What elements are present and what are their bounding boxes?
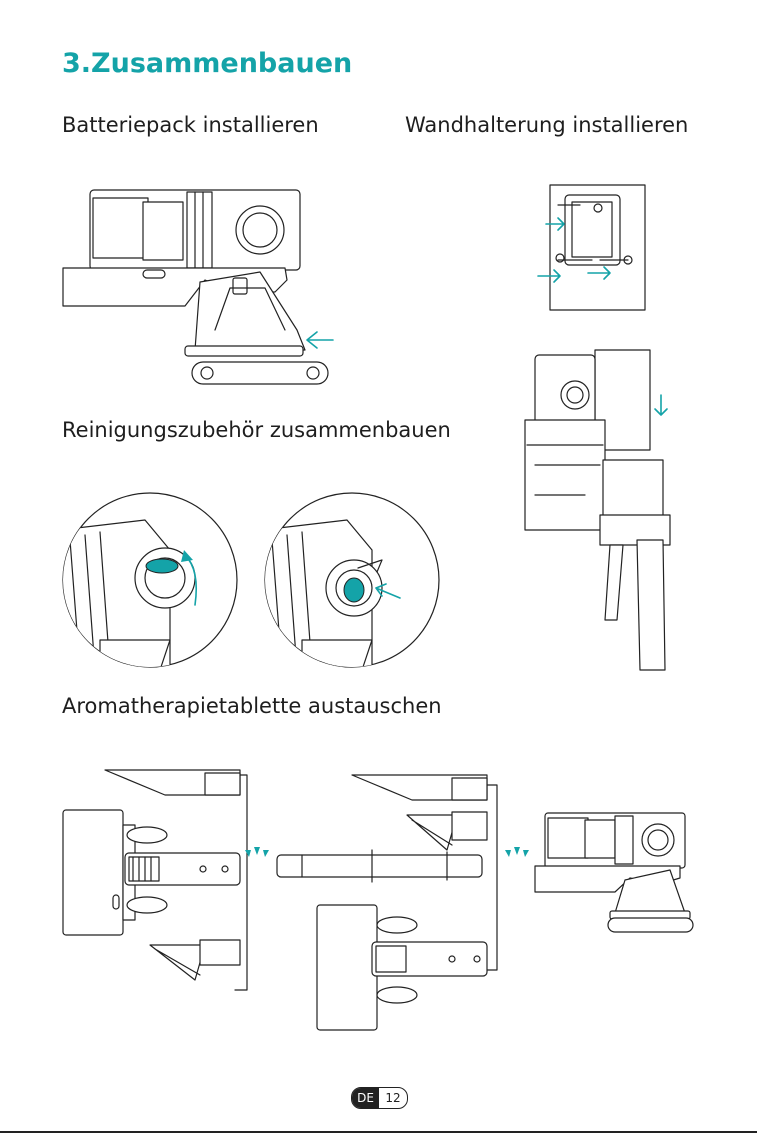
heading-battery: Batteriepack installieren — [62, 113, 319, 137]
heading-aroma: Aromatherapietablette austauschen — [62, 694, 442, 718]
heading-wall-mount: Wandhalterung installieren — [405, 113, 688, 137]
wall-mount-hang-illustration — [515, 345, 675, 675]
footer-rule — [0, 1131, 757, 1133]
heading-accessories: Reinigungszubehör zusammenbauen — [62, 418, 451, 442]
wall-mount-screws-illustration — [520, 180, 670, 320]
aroma-extension-tube-illustration — [272, 770, 507, 1040]
aroma-assembled-vacuum-illustration — [530, 808, 695, 933]
accessory-step2-illustration — [262, 490, 442, 670]
separator-dots-2 — [503, 845, 533, 865]
battery-install-illustration — [55, 180, 355, 390]
section-title: 3.Zusammenbauen — [62, 48, 352, 79]
separator-dots-1 — [243, 845, 273, 865]
accessory-step1-illustration — [60, 490, 240, 670]
page-number: 12 — [379, 1088, 407, 1108]
page-badge: DE 12 — [351, 1087, 408, 1109]
language-code: DE — [352, 1088, 379, 1108]
aroma-brush-head-illustration — [55, 765, 255, 990]
